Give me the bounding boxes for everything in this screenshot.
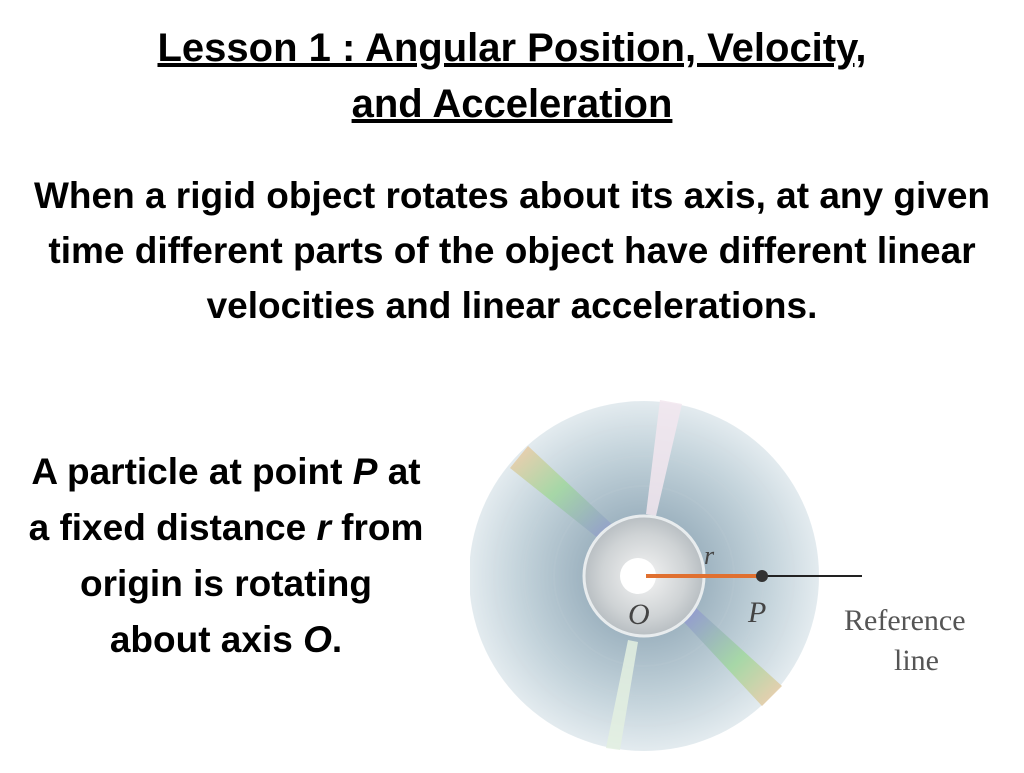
label-r: r — [704, 541, 715, 570]
stripe-bottom — [606, 640, 638, 750]
desc-part-3: from origin is rotating about axis — [80, 507, 424, 660]
lesson-title: Lesson 1 : Angular Position, Velocity, a… — [0, 20, 1024, 132]
stripe-top — [646, 400, 682, 516]
intro-paragraph: When a rigid object rotates about its ax… — [33, 175, 991, 326]
particle-description: A particle at point P at a fixed distanc… — [28, 444, 424, 668]
desc-distance-r: r — [316, 507, 331, 548]
rotating-disc-diagram: r O P Reference line — [469, 400, 966, 751]
point-p-marker — [756, 570, 768, 582]
stripe-upper-left — [510, 446, 618, 543]
desc-axis-o: O — [303, 619, 332, 660]
title-line-2: and Acceleration — [351, 82, 673, 126]
desc-part-2: at a fixed distance — [28, 451, 421, 548]
desc-part-4: . — [331, 619, 343, 660]
label-o: O — [628, 598, 650, 631]
rotating-disc-figure: r O P Reference line — [469, 398, 1024, 768]
reference-label-line2: line — [894, 644, 939, 677]
reference-label-line1: Reference — [844, 604, 966, 637]
stripe-lower-right — [682, 608, 782, 706]
label-p: P — [747, 596, 766, 629]
title-line-1: Lesson 1 : Angular Position, Velocity, — [157, 26, 867, 70]
desc-point-p: P — [352, 451, 378, 492]
disc-center-hole — [620, 558, 656, 594]
desc-part-1: A particle at point — [31, 451, 353, 492]
